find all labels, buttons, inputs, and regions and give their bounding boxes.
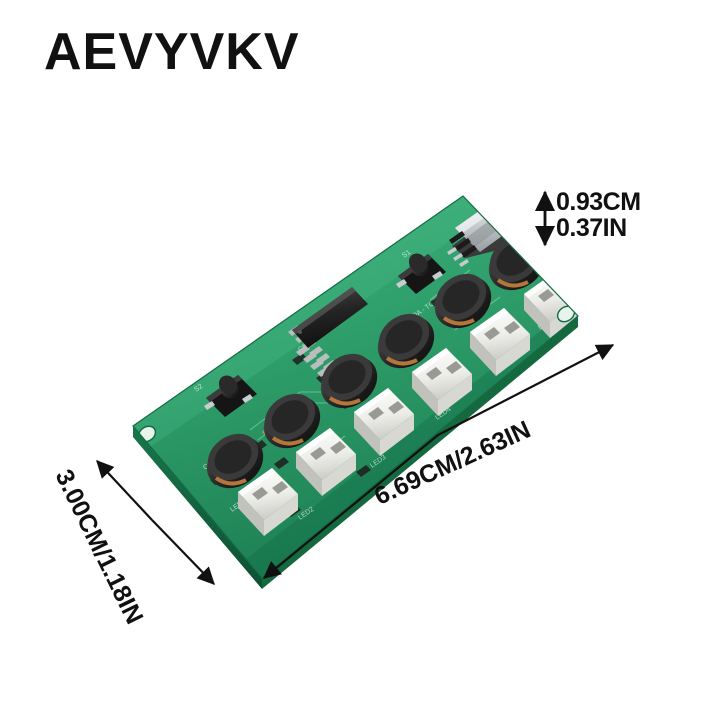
mounting-hole-right — [557, 306, 575, 322]
inductor-3 — [320, 353, 378, 409]
inductor-4 — [377, 313, 435, 369]
dimension-height-cm: 0.93CM — [556, 188, 641, 216]
push-button-s2 — [204, 375, 257, 417]
dimension-height-in: 0.37IN — [556, 213, 627, 242]
inductor-1 — [206, 433, 264, 489]
dimension-label-height: 0.93CM 0.37IN — [556, 188, 641, 242]
brand-logo: AEVYVKV — [44, 23, 300, 81]
push-button-s1 — [396, 253, 446, 294]
svg-text:S1: S1 — [401, 249, 412, 260]
svg-text:S2: S2 — [193, 383, 204, 394]
inductor-5 — [434, 273, 492, 329]
